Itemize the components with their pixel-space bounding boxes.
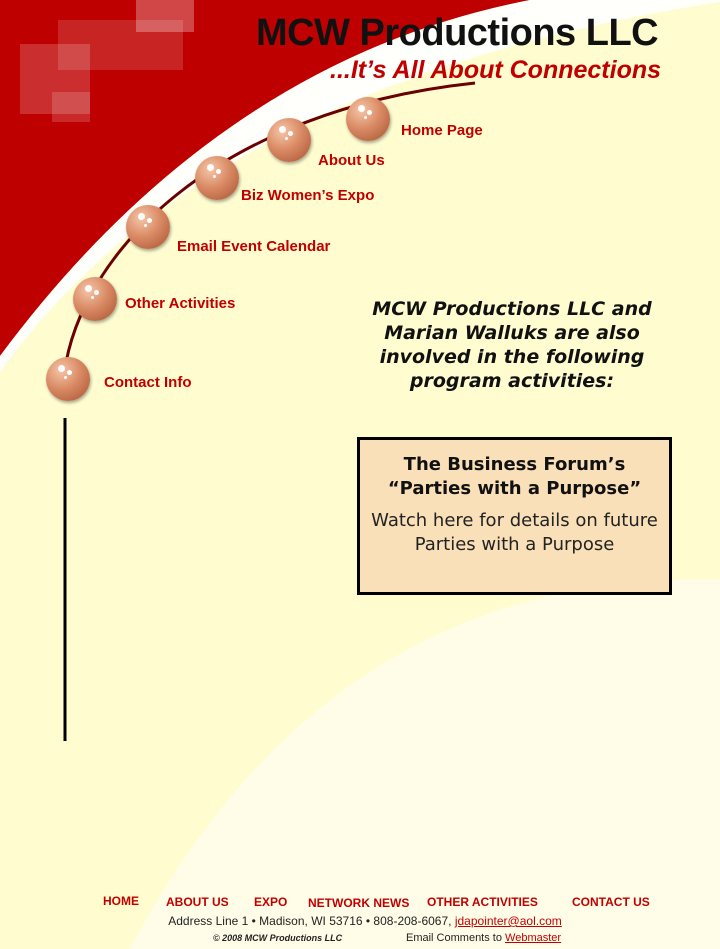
box-body: Watch here for details on future Parties…	[371, 510, 658, 555]
box-title: The Business Forum’s “Parties with a Pur…	[387, 454, 642, 499]
nav-ball-icon[interactable]	[73, 277, 117, 321]
footer-nav-about-us[interactable]: ABOUT US	[166, 895, 229, 909]
nav-biz-womens-expo[interactable]: Biz Women’s Expo	[241, 187, 375, 204]
footer-nav-network-news[interactable]: NETWORK NEWS	[308, 896, 410, 910]
footer-nav-contact-us[interactable]: CONTACT US	[572, 895, 650, 909]
nav-contact-info[interactable]: Contact Info	[104, 374, 192, 391]
footer-address: Address Line 1 • Madison, WI 53716 • 808…	[0, 914, 720, 928]
nav-ball-icon[interactable]	[46, 357, 90, 401]
intro-text: MCW Productions LLC and Marian Walluks a…	[372, 298, 652, 392]
email-link[interactable]: jdapointer@aol.com	[454, 914, 562, 928]
email-comments: Email Comments to Webmaster	[406, 932, 561, 944]
nav-home-page[interactable]: Home Page	[401, 122, 483, 139]
nav-ball-icon[interactable]	[267, 118, 311, 162]
nav-other-activities[interactable]: Other Activities	[125, 295, 236, 312]
parties-with-purpose-box: The Business Forum’s “Parties with a Pur…	[357, 437, 672, 595]
footer-nav-other-activities[interactable]: OTHER ACTIVITIES	[427, 895, 538, 909]
site-tagline: ...It’s All About Connections	[330, 56, 662, 84]
nav-about-us[interactable]: About Us	[318, 152, 385, 169]
address-text: Address Line 1 • Madison, WI 53716 • 808…	[168, 914, 455, 928]
footer-nav-home[interactable]: HOME	[103, 894, 139, 908]
footer-nav-expo[interactable]: EXPO	[254, 895, 288, 909]
copyright: © 2008 MCW Productions LLC	[213, 933, 343, 943]
nav-email-event-calendar[interactable]: Email Event Calendar	[177, 238, 331, 255]
nav-ball-icon[interactable]	[195, 156, 239, 200]
webmaster-link[interactable]: Webmaster	[505, 932, 562, 944]
comments-label: Email Comments to	[406, 932, 506, 944]
site-title: MCW Productions LLC	[256, 12, 659, 54]
nav-ball-icon[interactable]	[126, 205, 170, 249]
nav-ball-icon[interactable]	[346, 97, 390, 141]
